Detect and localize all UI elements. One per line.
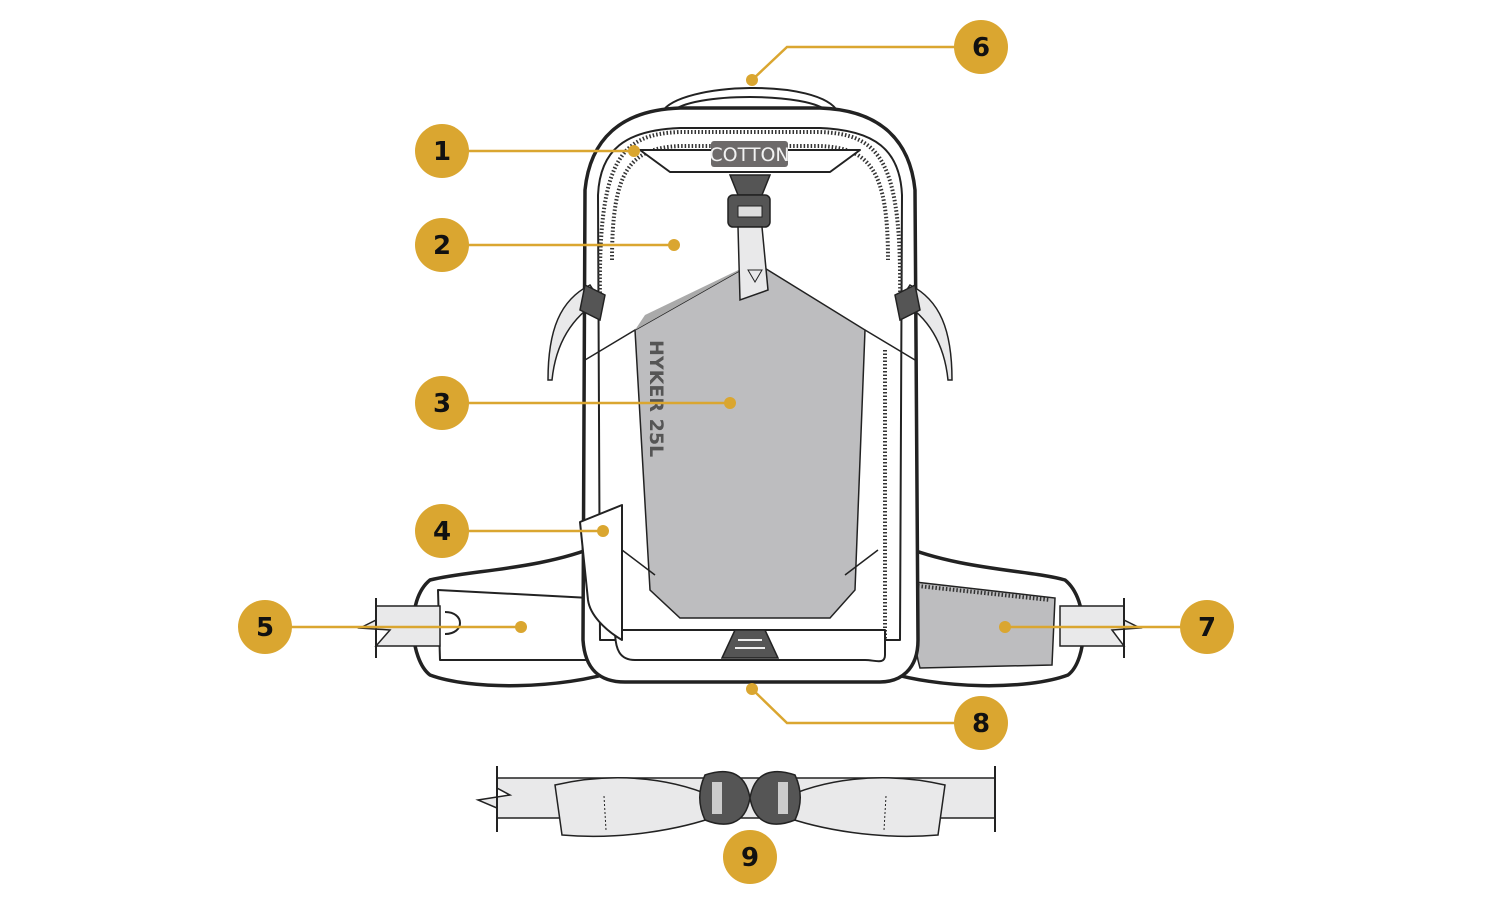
svg-text:5: 5 bbox=[256, 613, 274, 643]
callout-4: 4 bbox=[415, 504, 469, 558]
svg-text:1: 1 bbox=[433, 137, 451, 167]
backpack-body bbox=[547, 106, 953, 684]
brand-label: COTTON bbox=[709, 144, 789, 166]
brand-patch bbox=[711, 141, 788, 167]
svg-text:9: 9 bbox=[741, 843, 759, 873]
svg-text:8: 8 bbox=[972, 709, 990, 739]
svg-text:7: 7 bbox=[1198, 613, 1216, 643]
callout-7: 7 bbox=[1180, 600, 1234, 654]
callout-3: 3 bbox=[415, 376, 469, 430]
svg-text:2: 2 bbox=[433, 231, 451, 261]
hip-belt bbox=[357, 543, 1143, 688]
svg-text:3: 3 bbox=[433, 389, 451, 419]
svg-text:6: 6 bbox=[972, 33, 990, 63]
callout-8: 8 bbox=[954, 696, 1008, 750]
callout-1: 1 bbox=[415, 124, 469, 178]
model-label: HYKER 25L bbox=[645, 340, 667, 457]
sternum-strap bbox=[475, 766, 996, 838]
callout-5: 5 bbox=[238, 600, 292, 654]
svg-text:4: 4 bbox=[433, 517, 451, 547]
callout-6: 6 bbox=[954, 20, 1008, 74]
callout-2: 2 bbox=[415, 218, 469, 272]
callout-9: 9 bbox=[723, 830, 777, 884]
